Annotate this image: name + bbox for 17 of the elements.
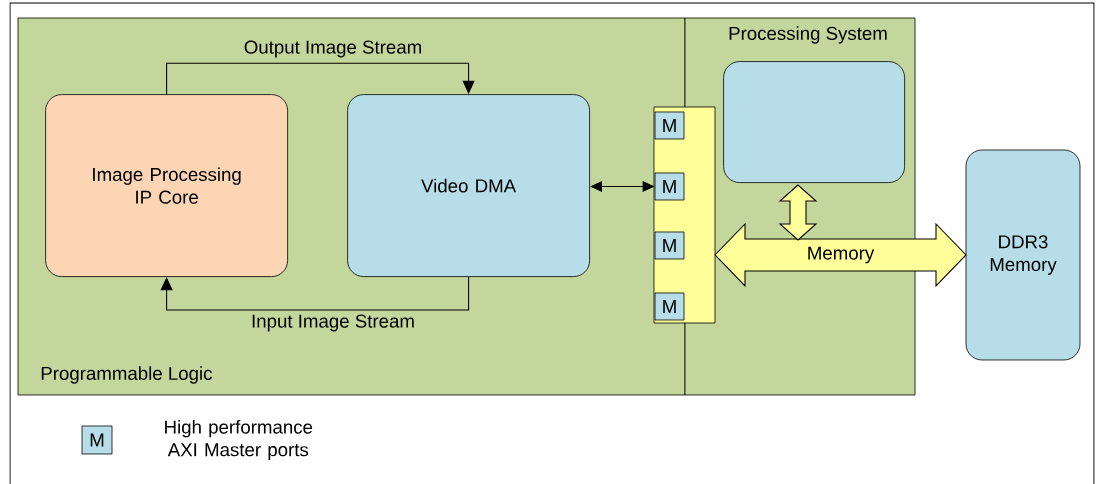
block-box: DDR3 Memory — [965, 149, 1081, 361]
block-box: Video DMA — [347, 94, 590, 277]
arrow — [166, 62, 475, 95]
arrow — [160, 276, 470, 311]
block-box: Image Processing IP Core — [45, 94, 288, 277]
port-box: M — [654, 231, 685, 260]
region-label: Processing System — [729, 26, 887, 44]
port-box: M — [654, 111, 685, 140]
edge-label: Memory — [805, 245, 876, 265]
bus-arrow — [778, 184, 818, 241]
legend-text: High performance AXI Master ports — [165, 419, 313, 460]
edge-label: Input Image Stream — [252, 314, 414, 332]
port-box: M — [654, 172, 685, 201]
port-box: M — [654, 292, 685, 321]
edge-label: Output Image Stream — [244, 40, 421, 58]
region-label: Programmable Logic — [41, 366, 212, 384]
block-box — [723, 61, 905, 183]
